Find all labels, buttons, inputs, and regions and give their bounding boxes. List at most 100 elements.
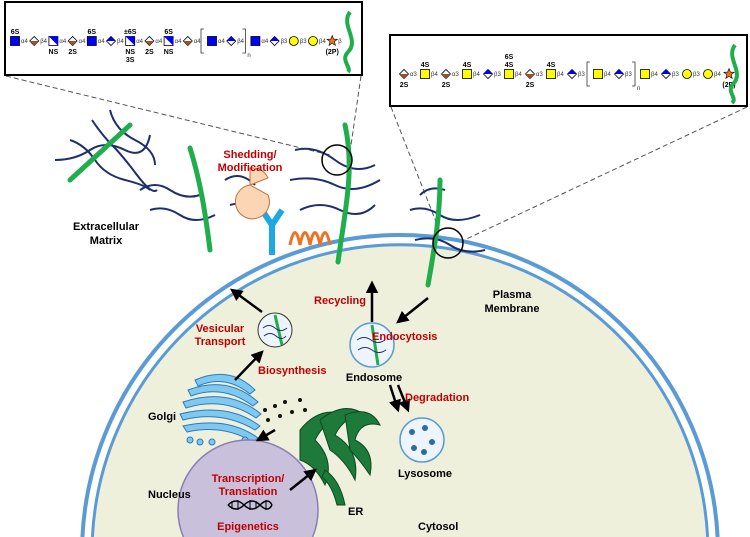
label-epigenetics: Epigenetics	[217, 521, 279, 533]
glycan-residue-square-yellow: β4	[593, 69, 611, 79]
label-biosynthesis: Biosynthesis	[258, 365, 326, 377]
linkage-label: β3	[578, 72, 585, 78]
sulfation-label: 4S	[505, 62, 514, 69]
zoom-circle	[432, 227, 464, 259]
glycan-residue-circle-yellow: β3	[682, 69, 700, 79]
glycan-residue-diamond-blue: β3	[660, 68, 679, 80]
linkage-label: α4	[155, 39, 162, 45]
inner-membrane	[90, 243, 710, 537]
linkage-label: β4	[473, 72, 480, 78]
glycan-residue-circle-yellow: β4	[703, 69, 721, 79]
sulfation-label: (2P)	[722, 82, 735, 89]
glycan-residue-square-yellow: β4	[640, 69, 658, 79]
linkage-label: α3	[452, 72, 459, 78]
linkage-label: β3	[494, 72, 501, 78]
plasma-membrane	[80, 232, 720, 537]
repeat-bracket-close	[632, 61, 636, 87]
glycan-residue-diamond-blue: β4	[226, 35, 245, 47]
sulfation-label: 2S	[442, 82, 451, 89]
nuclear-envelope	[177, 439, 319, 537]
linkage-label: β3	[672, 72, 679, 78]
linkage-label: β3	[625, 72, 632, 78]
linkage-label: α4	[98, 39, 105, 45]
linkage-label: β4	[557, 72, 564, 78]
linkage-label: β4	[604, 72, 611, 78]
biosynthesis-dots	[263, 398, 307, 422]
repeat-bracket-close	[242, 28, 246, 54]
linkage-label: α4	[136, 39, 143, 45]
sulfation-label: NS	[125, 49, 135, 56]
dna-icon	[227, 500, 273, 510]
linkage-label: β4	[319, 39, 326, 45]
repeat-count-label: n	[637, 86, 640, 92]
linkage-label: α4	[261, 39, 268, 45]
sulfation-label: (2P)	[326, 49, 339, 56]
pathway-arrows	[229, 280, 429, 491]
sulfation-label: 2S	[400, 82, 409, 89]
zoom-circle	[321, 144, 353, 176]
linkage-label: α4	[218, 39, 225, 45]
linkage-label: β3	[300, 39, 307, 45]
label-transcription-translation: Transcription/Translation	[212, 473, 285, 498]
linkage-label: α4	[59, 39, 66, 45]
glycan-residue-star: (2P) β	[326, 34, 342, 56]
repeat-bracket-open	[586, 61, 590, 87]
endosome	[349, 322, 395, 368]
sulfation-label: 3S	[126, 57, 135, 64]
golgi-apparatus	[179, 373, 262, 446]
linkage-label: β3	[693, 72, 700, 78]
label-cytosol: Cytosol	[418, 521, 458, 533]
linkage-label: β	[338, 39, 342, 45]
label-shedding-modification: Shedding/Modification	[218, 149, 283, 174]
zoom-callout-lines	[5, 75, 748, 243]
glycan-residue-diamond-blue: β3	[566, 68, 585, 80]
protease-pacman-icon	[234, 167, 270, 220]
sulfation-label: 2S	[526, 82, 535, 89]
sulfation-label: 4S	[463, 62, 472, 69]
linkage-label: α4	[79, 39, 86, 45]
core-protein-icon	[728, 43, 739, 105]
core-protein-icon	[343, 10, 354, 74]
sulfation-label: ±6S	[124, 29, 137, 36]
chondroitin-sulfate-structure-box	[389, 34, 748, 107]
glycan-residue-diamond-brown: α4	[182, 35, 201, 47]
repeat-bracket-open	[200, 28, 204, 54]
sulfation-label: 6S	[164, 29, 173, 36]
linkage-label: β4	[515, 72, 522, 78]
nucleus	[178, 440, 318, 537]
label-endocytosis: Endocytosis	[372, 331, 437, 343]
glycan-residue-diamond-blue: β4	[105, 35, 124, 47]
sulfation-label: NS	[164, 49, 174, 56]
linkage-label: α3	[410, 72, 417, 78]
linkage-label: α4	[21, 39, 28, 45]
label-degradation: Degradation	[405, 392, 469, 404]
transmembrane-protein-icon	[288, 231, 332, 246]
glycan-residue-circle-yellow: β3	[288, 36, 307, 46]
linkage-label: β4	[431, 72, 438, 78]
label-er: ER	[348, 506, 363, 518]
linkage-label: β3	[281, 39, 288, 45]
sulfation-label: 2S	[145, 49, 154, 56]
sulfation-label: 4S	[547, 62, 556, 69]
sulfation-label: NS	[49, 49, 59, 56]
linkage-label: α4	[194, 39, 201, 45]
glycan-residue-square-blue: α4	[250, 36, 269, 46]
linkage-label: β4	[237, 39, 244, 45]
lysosome	[399, 417, 445, 463]
